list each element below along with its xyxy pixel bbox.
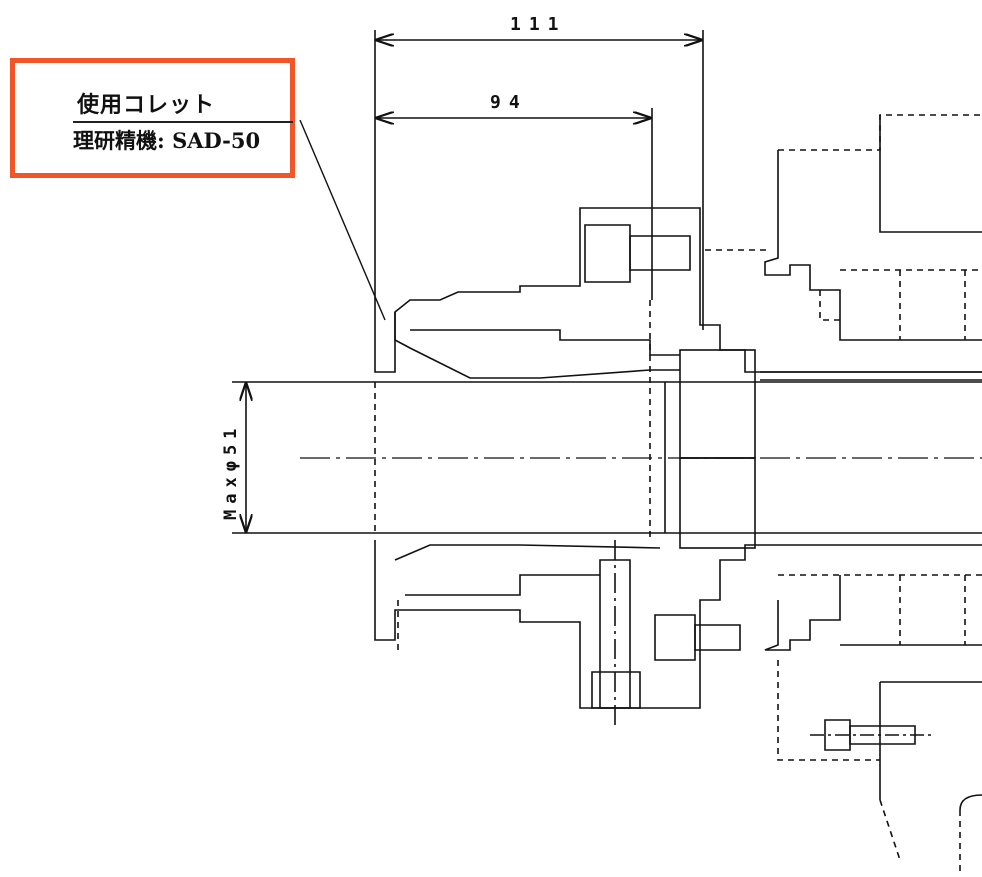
- dimension-94: [375, 108, 653, 300]
- dim-max-bore-label: Maxφ51: [221, 423, 241, 520]
- upper-body-profile: [374, 114, 982, 381]
- callout-underline: [73, 121, 293, 123]
- callout-leader: [299, 119, 386, 321]
- collet-callout-box: 使用コレット 理研精機: SAD-50: [10, 58, 295, 178]
- callout-spec: 理研精機: SAD-50: [73, 128, 261, 153]
- dim-111-label: 111: [510, 14, 567, 35]
- bore-outline: [300, 381, 982, 534]
- callout-title: 使用コレット: [77, 92, 216, 118]
- center-sleeve: [649, 300, 756, 549]
- dimension-max-bore: [232, 381, 375, 534]
- lower-body-profile: [374, 540, 982, 872]
- dimension-111: [374, 30, 704, 330]
- dim-94-label: 94: [490, 92, 528, 113]
